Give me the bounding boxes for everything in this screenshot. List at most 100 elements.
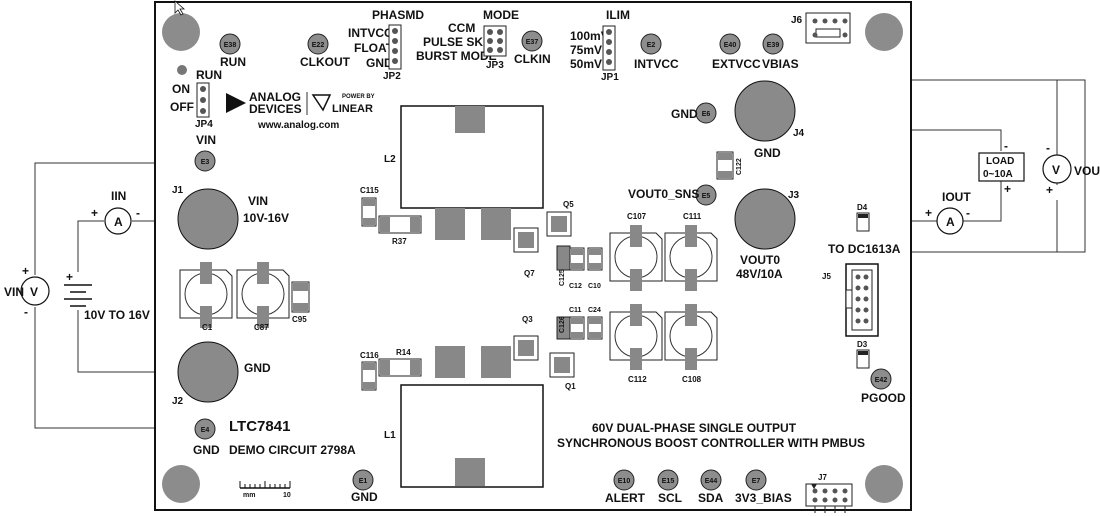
mosfet-q3: Q3 <box>513 315 539 361</box>
turret-e44[interactable] <box>700 469 722 491</box>
turret-e1[interactable] <box>352 469 374 491</box>
turret-e42[interactable] <box>870 368 892 390</box>
diode-d3: D3 <box>856 340 870 369</box>
turret-label-e3: VIN <box>196 133 216 147</box>
c112-ref: C112 <box>628 375 647 384</box>
turret-id-e6: E6 <box>702 111 711 118</box>
capacitor-c122: C122 <box>716 151 743 180</box>
logo-text-devices: DEVICES <box>249 102 302 116</box>
turret-e3[interactable] <box>194 150 216 172</box>
turret-label-e6: GND <box>671 107 698 121</box>
turret-label-e1: GND <box>351 490 378 504</box>
jumper-jp3: MODE CCM PULSE SKIP BURST MODE JP3 <box>416 8 519 71</box>
jp4-option-1: ON <box>172 82 190 96</box>
turret-e10[interactable] <box>613 469 635 491</box>
jp1-header[interactable] <box>602 25 616 71</box>
svg-text:C12: C12 <box>569 283 582 290</box>
turret-e5[interactable] <box>695 184 717 206</box>
jp1-title: ILIM <box>606 8 630 22</box>
iout-ammeter: A IOUT + - <box>925 190 971 235</box>
l2-ref: L2 <box>384 154 396 165</box>
connector-j7: J7 <box>805 473 853 513</box>
turret-label-e38: RUN <box>220 55 246 69</box>
turret-label-e44: SDA <box>698 491 724 505</box>
svg-text:C10: C10 <box>588 283 601 290</box>
turret-e40[interactable] <box>719 33 741 55</box>
svg-text:J5: J5 <box>822 272 831 281</box>
svg-text:C122: C122 <box>736 158 743 175</box>
turret-e2[interactable] <box>640 33 662 55</box>
turret-id-e40: E40 <box>724 42 737 49</box>
resistor-r14: R14 <box>378 348 422 377</box>
vout-banana-jack[interactable] <box>734 188 796 250</box>
j6-header[interactable] <box>805 12 851 44</box>
vout-voltmeter: V VOUT - + <box>1042 141 1100 197</box>
svg-text:D4: D4 <box>857 203 868 212</box>
logo-power-by: POWER BY <box>342 94 375 100</box>
turret-e38[interactable] <box>219 33 241 55</box>
j4-label-gnd: GND <box>754 146 781 160</box>
turret-e6[interactable] <box>695 102 717 124</box>
turret-e39[interactable] <box>762 33 784 55</box>
gnd-banana-jack-input[interactable] <box>177 341 239 403</box>
svg-text:C95: C95 <box>292 315 307 324</box>
turret-id-e1: E1 <box>359 478 368 485</box>
load-range: 0~10A <box>983 169 1013 180</box>
capacitor-c12: C12 <box>569 247 585 290</box>
diode-d4: D4 <box>856 203 870 232</box>
svg-text:-: - <box>1046 141 1050 155</box>
vin-banana-jack[interactable] <box>177 188 239 250</box>
svg-text:+: + <box>66 270 73 284</box>
capacitor-c10: C10 <box>587 247 603 290</box>
turret-label-e22: CLKOUT <box>300 55 351 69</box>
jp2-option-3: GND <box>366 56 393 70</box>
jp4-title: RUN <box>196 68 222 82</box>
mosfet-q7: Q7 <box>513 227 539 278</box>
turret-e7[interactable] <box>745 469 767 491</box>
turret-e15[interactable] <box>657 469 679 491</box>
turret-label-e40: EXTVCC <box>712 57 761 71</box>
turret-e22[interactable] <box>307 33 329 55</box>
inductor-l2: L2 <box>384 105 544 240</box>
gnd-banana-jack-output[interactable] <box>734 80 796 142</box>
capacitor-c24: C24 <box>587 307 603 340</box>
turret-id-e3: E3 <box>201 159 210 166</box>
jp2-option-2: FLOAT <box>354 41 394 55</box>
svg-text:C24: C24 <box>588 307 601 314</box>
jp2-title: PHASMD <box>372 8 424 22</box>
iin-ammeter: A IIN + - <box>91 189 140 235</box>
turret-e4[interactable] <box>194 418 216 440</box>
turret-label-e37: CLKIN <box>514 52 551 66</box>
capacitor-c116: C116 <box>360 351 379 391</box>
jp3-option-1: CCM <box>448 21 475 35</box>
svg-text:D3: D3 <box>857 340 868 349</box>
svg-text:Q5: Q5 <box>563 200 574 209</box>
jp4-ref: JP4 <box>195 119 213 130</box>
jack-j4: J4 GND <box>734 80 805 160</box>
turret-e37[interactable] <box>521 30 543 52</box>
svg-text:+: + <box>22 264 29 278</box>
svg-text:R37: R37 <box>392 237 407 246</box>
c111-ref: C111 <box>683 212 702 221</box>
capacitor-c95: C95 <box>291 281 310 324</box>
turret-id-e42: E42 <box>875 377 888 384</box>
svg-text:-: - <box>966 206 970 220</box>
c107-ref: C107 <box>627 212 647 221</box>
demo-circuit-label: DEMO CIRCUIT 2798A <box>229 443 356 457</box>
battery-range-label: 10V TO 16V <box>84 308 150 322</box>
electronic-load: LOAD 0~10A - + <box>978 139 1025 196</box>
website-text: www.analog.com <box>257 120 339 131</box>
jumper-jp1: ILIM 100mV 75mV 50mV JP1 <box>570 8 630 83</box>
turret-id-e44: E44 <box>705 478 718 485</box>
capacitor-c108: C108 <box>664 304 718 384</box>
turret-label-e10: ALERT <box>605 491 646 505</box>
to-dc1613a-label: TO DC1613A <box>828 242 901 256</box>
jp2-header[interactable] <box>388 24 402 70</box>
j7-header[interactable] <box>805 483 853 507</box>
svg-text:-: - <box>24 305 28 319</box>
svg-text:+: + <box>925 206 932 220</box>
mounting-hole <box>865 13 903 51</box>
logo-linear: LINEAR <box>332 103 373 115</box>
jp2-ref: JP2 <box>383 71 401 82</box>
svg-text:V: V <box>1052 163 1060 177</box>
